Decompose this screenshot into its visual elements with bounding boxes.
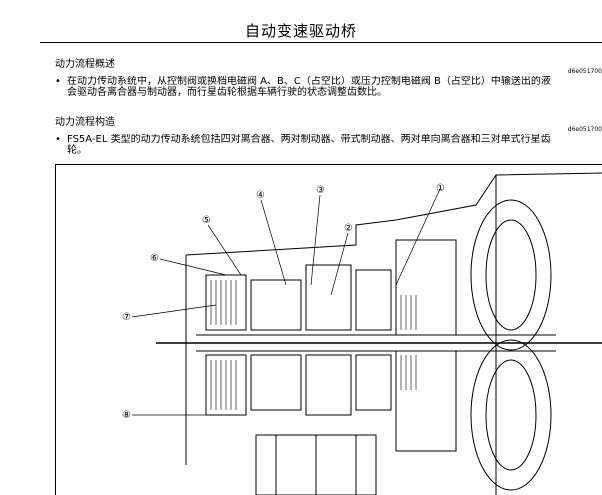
bullet-overview-line2: 会驱动各离合器与制动器，而行星齿轮根据车辆行驶的状态调整齿数比。 [67,87,387,98]
torque-converter-lower [470,339,552,491]
callout-6: ⑥ [150,253,159,264]
page-title: 自动变速驱动桥 [244,22,357,40]
section-code-overview: d6e051700 [567,68,602,75]
transaxle-drawing: ① ② ③ ④ ⑤ ⑥ ⑦ ⑧ [122,172,602,495]
clutch-pack-lower-right [355,354,392,411]
drum-upper [395,239,457,336]
transaxle-cross-section-figure: ① ② ③ ④ ⑤ ⑥ ⑦ ⑧ [55,164,602,495]
bullet-dot: • [55,134,61,145]
bullet-dot: • [55,76,61,87]
planetary-upper [305,264,352,331]
bullet-construction-line1: FS5A-EL 类型的动力传动系统包括四对离合器、两对制动器、带式制动器、两对单… [67,134,551,145]
turbine-upper [485,219,537,331]
bullet-overview: • 在动力传动系统中，从控制阀或换档电磁阀 A、B、C（占空比）或压力控制电磁阀 … [55,76,602,98]
callout-8: ⑧ [122,410,131,421]
title-rule [40,42,602,43]
callout-1: ① [436,183,445,194]
housing-outline-top [185,172,602,465]
hatching [210,280,417,410]
clutch-pack-lower-mid [250,354,302,411]
callout-5: ⑤ [202,215,211,226]
section-heading-construction: 动力流程构造 [55,117,115,128]
clutch-pack-lower-left [205,354,247,416]
bullet-construction: • FS5A-EL 类型的动力传动系统包括四对离合器、两对制动器、带式制动器、两对… [55,134,602,156]
bullet-construction-line2: 轮。 [67,145,87,156]
turbine-lower [485,359,537,471]
torque-converter-upper [470,199,552,351]
drum-lower [395,350,457,452]
clutch-pack-upper-right [355,269,392,331]
callout-4: ④ [256,190,265,201]
section-code-construction: d6e051700 [567,126,602,133]
leader-lines [131,188,441,416]
clutch-pack-upper-mid [250,279,302,331]
callout-2: ② [344,223,353,234]
section-heading-overview: 动力流程概述 [55,59,115,70]
callout-7: ⑦ [122,312,131,323]
callout-3: ③ [316,185,325,196]
bullet-overview-line1: 在动力传动系统中，从控制阀或换档电磁阀 A、B、C（占空比）或压力控制电磁阀 B… [67,76,551,87]
planetary-lower [305,354,352,416]
